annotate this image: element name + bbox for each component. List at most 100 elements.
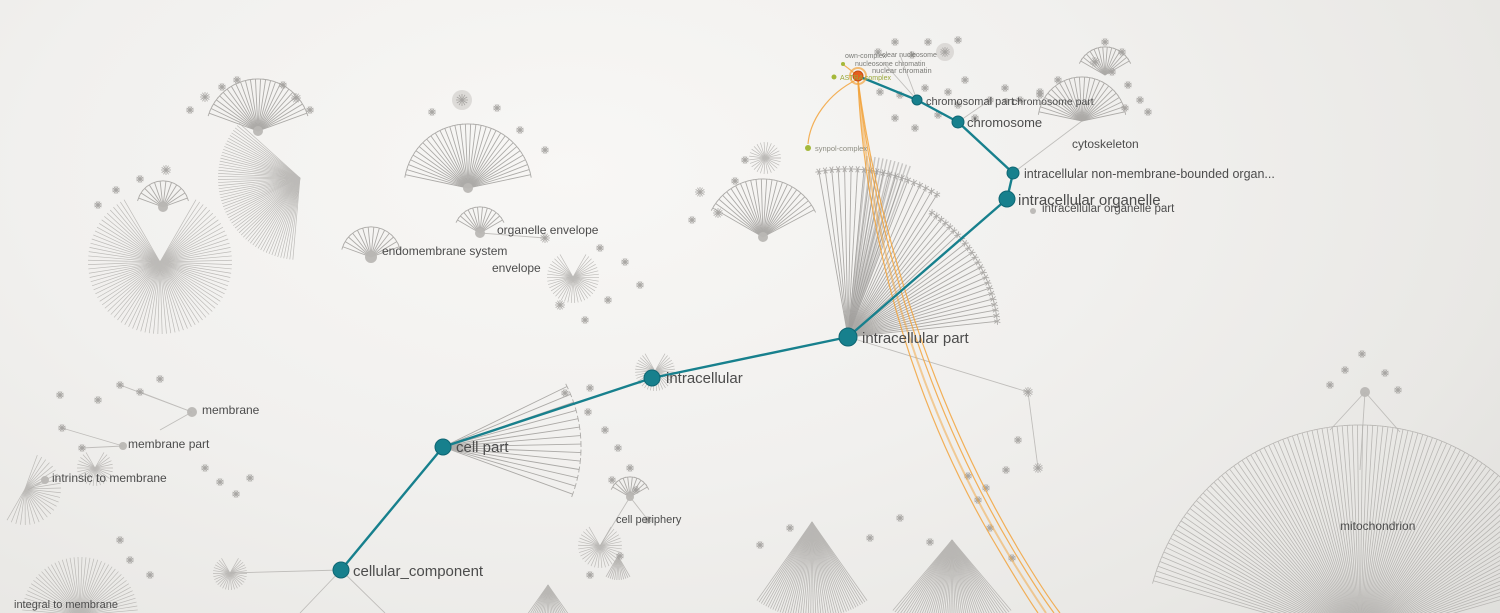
edge (1086, 76, 1093, 79)
edge (442, 426, 580, 448)
edge (847, 287, 990, 338)
edge (599, 545, 616, 563)
edge (1118, 49, 1126, 55)
edge (1372, 445, 1452, 613)
edge (944, 89, 952, 95)
edge (811, 521, 850, 611)
hub-node[interactable] (187, 407, 197, 417)
hub-node[interactable] (365, 251, 377, 263)
green-node[interactable] (831, 74, 837, 80)
edge (247, 177, 301, 242)
edge (83, 590, 133, 613)
hub-node[interactable] (463, 183, 473, 193)
edge (847, 252, 973, 338)
hub-node[interactable] (41, 476, 49, 484)
node-intracellular[interactable] (643, 369, 661, 387)
edge (811, 521, 842, 613)
edge (1178, 524, 1319, 613)
cluster-label: cytoskeleton (1072, 137, 1139, 151)
node-intracellular_organelle[interactable] (998, 190, 1016, 208)
edge (1008, 555, 1016, 561)
edge (784, 521, 813, 613)
edge (784, 182, 791, 187)
edge (97, 261, 161, 298)
node-non_membrane_bounded[interactable] (1006, 166, 1020, 180)
edge (574, 407, 578, 414)
green-node[interactable] (805, 145, 811, 151)
node-chromosomal_part[interactable] (911, 94, 923, 106)
hub-node[interactable] (1360, 387, 1370, 397)
cluster-label: integral to membrane (14, 599, 118, 611)
node-chromosome[interactable] (951, 115, 965, 129)
edge (758, 521, 813, 603)
hub-node[interactable] (475, 228, 485, 238)
edge (24, 488, 55, 511)
edge (1336, 426, 1358, 613)
edge (1207, 483, 1213, 489)
edge (1395, 536, 1500, 613)
edge (527, 166, 531, 173)
node-cell_part[interactable] (434, 438, 452, 456)
edge (1374, 452, 1466, 613)
edge (44, 568, 79, 613)
hub-node[interactable] (119, 442, 127, 450)
cluster-label: cell periphery (616, 514, 682, 526)
hub-node[interactable] (1030, 208, 1036, 214)
edge (386, 231, 392, 236)
hub-node[interactable] (626, 493, 634, 501)
edge (855, 165, 860, 173)
edge (1380, 468, 1491, 613)
edge (951, 539, 954, 613)
edge (1117, 94, 1122, 101)
fan-cluster (1037, 76, 1127, 122)
edge (807, 521, 813, 613)
star-node-icon (232, 490, 240, 498)
edge (1071, 76, 1078, 79)
edge (231, 132, 301, 179)
edge (257, 99, 300, 132)
edge (1081, 85, 1110, 122)
edge (751, 157, 766, 168)
edge (230, 86, 259, 132)
edge (1157, 565, 1288, 613)
green-node[interactable] (841, 62, 845, 66)
edge (243, 177, 301, 238)
edge (1397, 541, 1500, 613)
edge (229, 559, 242, 574)
edge (1369, 439, 1438, 613)
edge (993, 313, 1000, 319)
hub-node[interactable] (158, 202, 168, 212)
edge (914, 539, 953, 613)
star-node-icon (604, 296, 612, 304)
edge (1081, 78, 1096, 122)
hub-node[interactable] (758, 232, 768, 242)
edge (944, 219, 947, 227)
edge (94, 467, 98, 486)
edge (1222, 470, 1229, 475)
edge (85, 452, 96, 469)
edge (973, 254, 978, 261)
edge (146, 182, 153, 187)
node-root_highlight[interactable] (852, 70, 864, 82)
edge (94, 230, 161, 263)
edge (951, 539, 985, 613)
node-cellular_component[interactable] (332, 561, 350, 579)
edge (1108, 69, 1116, 75)
edge (911, 125, 919, 131)
edge (1443, 441, 1450, 445)
edge (1063, 80, 1083, 122)
edge (847, 309, 996, 338)
edge (654, 368, 675, 372)
edge (1186, 512, 1325, 613)
edge (78, 467, 96, 476)
hub-node[interactable] (1003, 98, 1009, 104)
edge (1066, 77, 1073, 81)
hub-node[interactable] (253, 126, 263, 136)
node-intracellular_part[interactable] (838, 327, 858, 347)
edge (982, 485, 990, 491)
edge (720, 192, 726, 198)
edge (992, 307, 999, 313)
edge (1365, 429, 1404, 613)
